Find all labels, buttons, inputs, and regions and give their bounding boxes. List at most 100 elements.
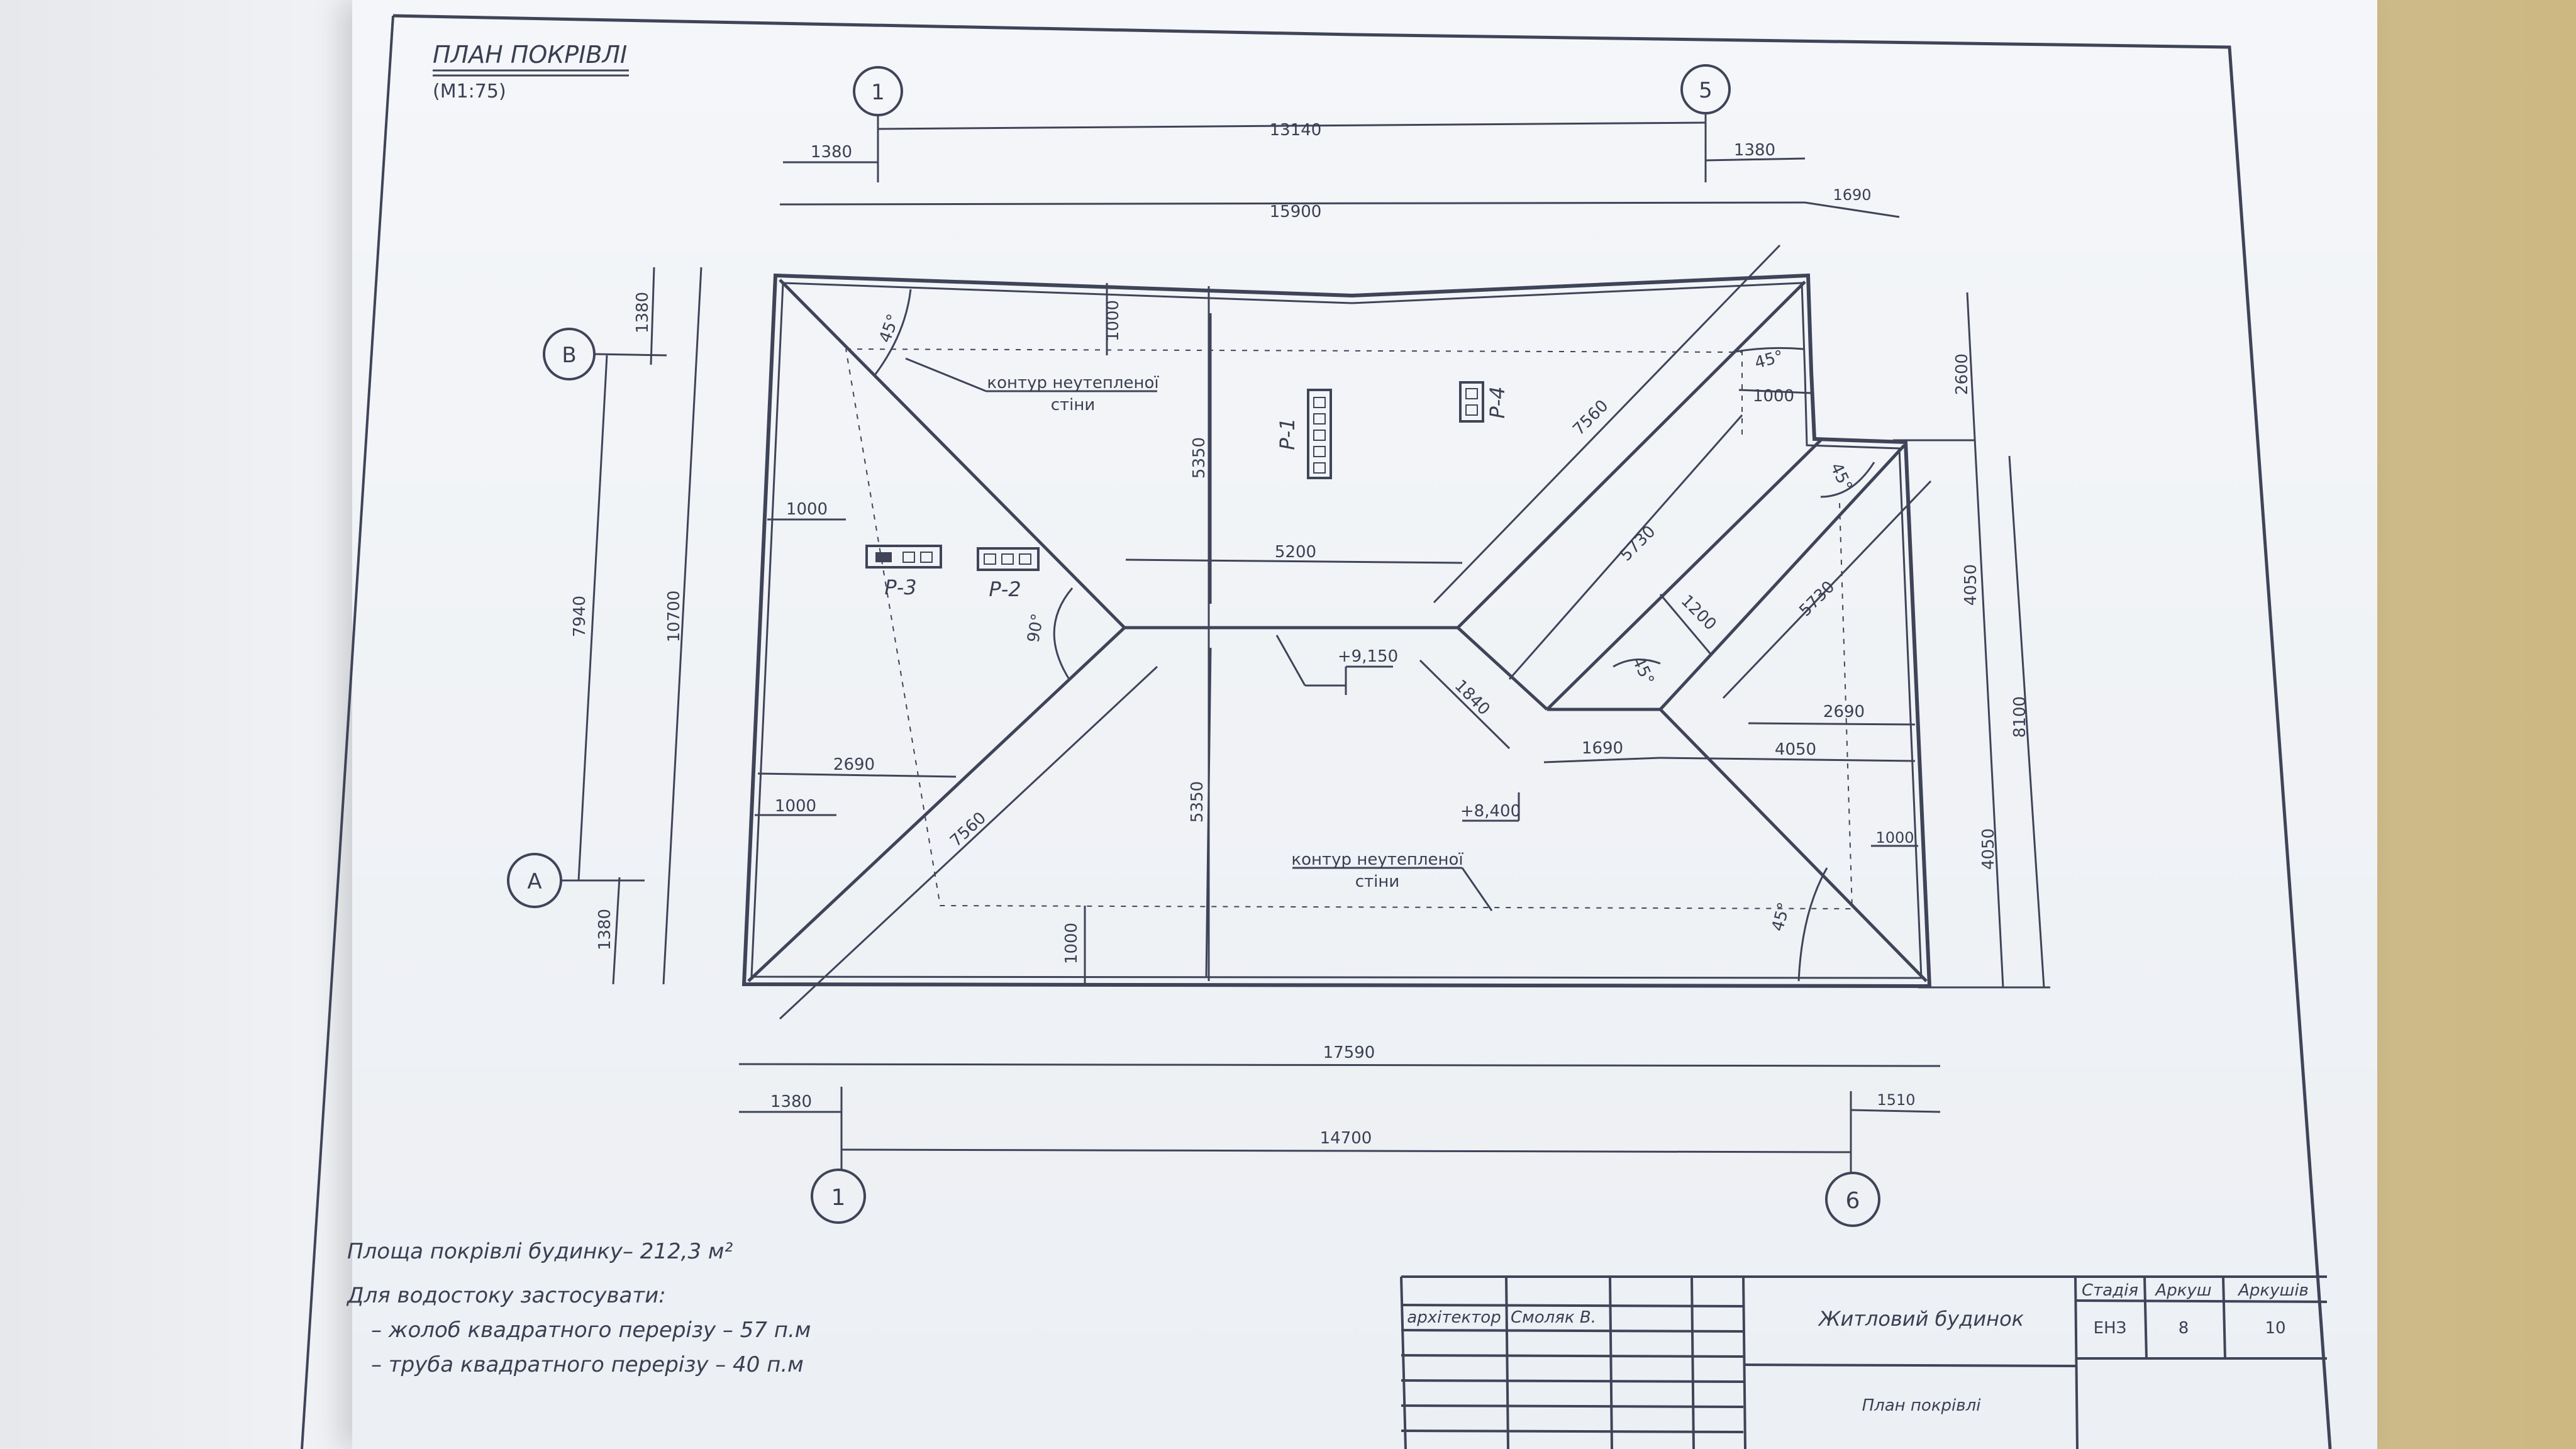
dim-5730-a: 5730	[1616, 522, 1659, 565]
tb-header-sheets: Аркушів	[2237, 1281, 2309, 1300]
dim-4050: 4050	[1775, 740, 1816, 759]
axis-marker-top-left: 1	[853, 66, 903, 116]
contour-bottom-line1: контур неутепленої	[1291, 850, 1463, 869]
dim-right-8100: 8100	[2011, 696, 2029, 738]
ridge-lines	[747, 279, 1928, 982]
contour-bottom-line2: стіни	[1355, 872, 1400, 891]
dim-1000-left: 1000	[786, 500, 828, 519]
note-pipe: – труба квадратного перерізу – 40 п.м	[371, 1352, 804, 1377]
angle-tr: 45°	[1753, 347, 1785, 373]
axis-marker-left-top: В	[543, 328, 596, 380]
vent-block-p2: Р-2	[977, 547, 1040, 601]
dim-left-7940: 7940	[570, 596, 589, 637]
angle-left: 90°	[1024, 612, 1048, 644]
angle-arcs	[874, 289, 1875, 982]
angle-inner: 45°	[1628, 653, 1658, 687]
sheet-title: ПЛАН ПОКРІВЛІ	[433, 41, 627, 69]
tb-stage: ЕНЗ	[2094, 1319, 2127, 1338]
elevation-mark-9150	[1275, 635, 1393, 695]
interior-dimension-lines	[755, 244, 1932, 1020]
axis-label: А	[527, 869, 541, 894]
axis-label: 5	[1699, 78, 1713, 103]
dim-top-13140: 13140	[1270, 121, 1322, 140]
vent-label-p4: Р-4	[1485, 386, 1509, 418]
contour-label-top: контур неутепленої стіни	[905, 357, 1159, 414]
dim-2690-left: 2690	[833, 755, 875, 774]
angle-br: 45°	[1768, 901, 1794, 933]
dim-1690: 1690	[1582, 739, 1623, 758]
sheet-frame	[392, 14, 2332, 1449]
dim-2690-right: 2690	[1823, 702, 1865, 721]
note-roof-area: Площа покрівлі будинку– 212,3 м²	[347, 1239, 733, 1264]
dim-5200: 5200	[1275, 543, 1316, 562]
axis-label: 1	[871, 80, 885, 105]
elevation-8400: +8,400	[1460, 802, 1521, 821]
tb-header-stage: Стадія	[2082, 1281, 2138, 1300]
title-block-grid	[1400, 1275, 2328, 1449]
sheet-frame-left	[301, 15, 394, 1449]
roof-outline	[741, 273, 1932, 989]
dim-1000-left-2: 1000	[775, 797, 816, 816]
axis-label: 1	[831, 1185, 846, 1211]
tb-name: Смоляк В.	[1511, 1308, 1596, 1327]
vent-block-p3: Р-3	[865, 545, 942, 599]
dim-top-15900: 15900	[1270, 203, 1322, 221]
top-dimension-lines	[779, 113, 1900, 218]
axis-marker-top-right: 5	[1680, 64, 1731, 114]
dim-5350-top: 5350	[1190, 437, 1209, 479]
note-drainage: Для водостоку застосувати:	[347, 1283, 666, 1308]
axis-label: В	[562, 343, 576, 368]
vent-block-p4: Р-4	[1459, 381, 1509, 423]
dim-1000-bottom: 1000	[1062, 923, 1081, 964]
drawing-sheet	[352, 0, 2377, 1449]
dim-1000-right-top: 1000	[1753, 387, 1794, 406]
left-dimension-lines	[560, 267, 702, 985]
axis-marker-bottom-right: 6	[1825, 1172, 1880, 1227]
dim-1200: 1200	[1677, 591, 1720, 634]
contour-top-line2: стіни	[1051, 396, 1096, 414]
dim-1000-right: 1000	[1875, 829, 1914, 847]
tb-sheets: 10	[2265, 1319, 2285, 1338]
angle-mid: 45°	[1826, 460, 1856, 494]
contour-label-bottom: контур неутепленої стіни	[1291, 850, 1493, 911]
dim-right-4050-a: 4050	[1962, 564, 1980, 606]
dim-5350-bottom: 5350	[1188, 781, 1207, 823]
dim-top-1690: 1690	[1833, 186, 1871, 204]
vent-block-p1: Р-1	[1275, 389, 1332, 479]
dim-bottom-1380: 1380	[770, 1092, 812, 1111]
dim-1000-top: 1000	[1104, 300, 1123, 341]
sheet-scale: (М1:75)	[433, 80, 506, 103]
dim-bottom-17590: 17590	[1323, 1043, 1375, 1062]
underlying-sheet	[0, 0, 377, 1449]
tb-project: Житловий будинок	[1818, 1307, 2024, 1331]
tb-role: архітектор	[1407, 1308, 1501, 1327]
dim-left-1380-top: 1380	[633, 292, 652, 333]
dim-7560-upper: 7560	[1569, 396, 1612, 439]
vent-label-p3: Р-3	[884, 575, 916, 599]
dim-left-1380-bottom: 1380	[596, 909, 614, 950]
elevation-mark-8400	[1462, 792, 1520, 822]
tb-sheet: 8	[2179, 1319, 2189, 1338]
dim-bottom-1510: 1510	[1877, 1091, 1915, 1109]
right-dimension-lines	[1893, 292, 2050, 989]
dim-bottom-14700: 14700	[1320, 1129, 1372, 1148]
tb-drawing: План покрівлі	[1862, 1396, 1982, 1415]
elevation-9150: +9,150	[1338, 647, 1398, 666]
axis-marker-bottom-left: 1	[811, 1169, 866, 1224]
vent-label-p2: Р-2	[989, 577, 1021, 601]
dim-right-2600: 2600	[1953, 353, 1972, 395]
tb-header-sheet: Аркуш	[2154, 1281, 2211, 1300]
vent-label-p1: Р-1	[1275, 418, 1299, 450]
dim-top-1380-left: 1380	[811, 143, 852, 162]
dim-top-1380-right: 1380	[1734, 141, 1775, 160]
dim-left-10700: 10700	[665, 591, 684, 643]
bottom-dimension-lines	[738, 1063, 1941, 1173]
note-gutter: – жолоб квадратного перерізу – 57 п.м	[371, 1318, 811, 1343]
axis-label: 6	[1846, 1188, 1860, 1214]
unheated-wall-contour	[845, 348, 1853, 910]
axis-marker-left-bottom: А	[507, 853, 562, 908]
contour-top-line1: контур неутепленої	[987, 374, 1159, 392]
angle-tl: 45°	[876, 311, 904, 345]
dim-right-4050-b: 4050	[1979, 828, 1998, 870]
